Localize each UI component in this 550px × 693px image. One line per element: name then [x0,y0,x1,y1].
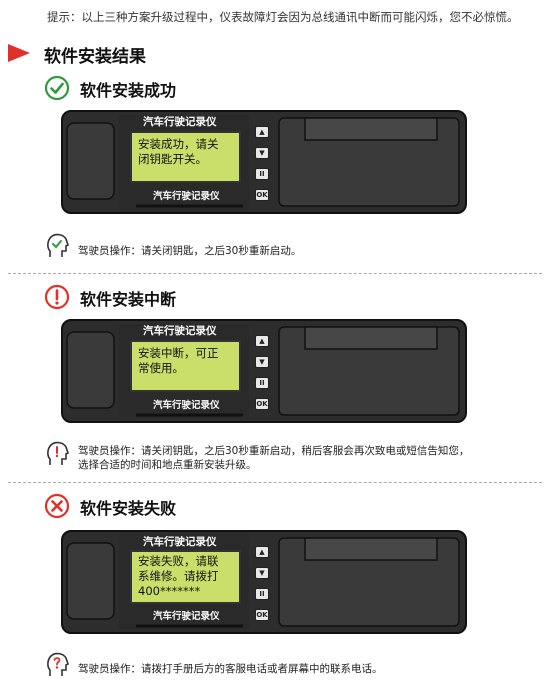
up-button: ▲ [255,546,269,558]
device-subtitle: 汽车行驶记录仪 [153,191,220,202]
driver-operation-line: 驾驶员操作：请关闭钥匙，之后30秒重新启动，稍后客服会再次致电或短信告知您， [78,445,470,457]
main-heading: 软件安装结果 [44,47,146,67]
screen-line: 400******* [138,584,201,598]
ok-button: OK [255,398,269,410]
check-circle-icon [44,75,70,101]
pause-button: II [255,588,269,600]
exclamation-circle-icon [44,284,70,310]
device-screen: 安装成功，请关 闭钥匙开关。 [130,131,241,183]
section-heading-interrupted: 软件安装中断 [80,290,177,309]
driver-operation-text: 驾驶员操作：请关闭钥匙，之后30秒重新启动。 [78,245,302,257]
device-screen: 安装失败，请联 系维修。请拨打 400******* [130,550,241,604]
driver-check-icon [47,233,69,257]
screen-line: 常使用。 [138,361,184,375]
up-button: ▲ [255,126,269,138]
driver-exclamation-icon [47,441,69,465]
device-screen: 安装中断，可正 常使用。 [130,340,241,392]
driver-operation-text: 驾驶员操作：请拨打手册后方的客服电话或者屏幕中的联系电话。 [78,663,383,675]
up-button: ▲ [255,335,269,347]
device-subtitle: 汽车行驶记录仪 [153,400,220,411]
pause-button: II [255,377,269,389]
device-failed: 汽车行驶记录仪 安装失败，请联 系维修。请拨打 400******* 汽车行驶记… [61,530,467,634]
down-button: ▼ [255,356,269,368]
screen-line: 安装失败，请联 [138,554,219,568]
screen-line: 安装中断，可正 [138,346,219,360]
red-arrow-icon [8,44,30,62]
section-heading-failed: 软件安装失败 [80,499,177,518]
tip-text: 提示：以上三种方案升级过程中，仪表故障灯会因为总线通讯中断而可能闪烁，您不必惊慌… [47,10,519,24]
screen-line: 系维修。请拨打 [138,569,219,583]
pause-button: II [255,168,269,180]
driver-question-icon [47,652,69,676]
device-interrupted: 汽车行驶记录仪 安装中断，可正 常使用。 汽车行驶记录仪 ▲ ▼ II OK [61,319,467,423]
driver-operation-text: 驾驶员操作：请关闭钥匙，之后30秒重新启动，稍后客服会再次致电或短信告知您， 选… [78,444,469,472]
device-title: 汽车行驶记录仪 [143,116,217,128]
screen-line: 闭钥匙开关。 [138,152,207,166]
screen-line: 安装成功，请关 [138,137,219,151]
device-subtitle: 汽车行驶记录仪 [153,611,220,622]
section-divider [8,482,542,483]
driver-operation-line: 选择合适的时间和地点重新安装升级。 [78,459,257,471]
device-title: 汽车行驶记录仪 [143,325,217,337]
down-button: ▼ [255,567,269,579]
device-success: 汽车行驶记录仪 安装成功，请关 闭钥匙开关。 汽车行驶记录仪 ▲ ▼ II OK [61,110,467,214]
ok-button: OK [255,189,269,201]
ok-button: OK [255,609,269,621]
device-title: 汽车行驶记录仪 [143,536,217,548]
section-heading-success: 软件安装成功 [80,81,177,100]
down-button: ▼ [255,147,269,159]
x-circle-icon [44,493,70,519]
section-divider [8,273,542,274]
